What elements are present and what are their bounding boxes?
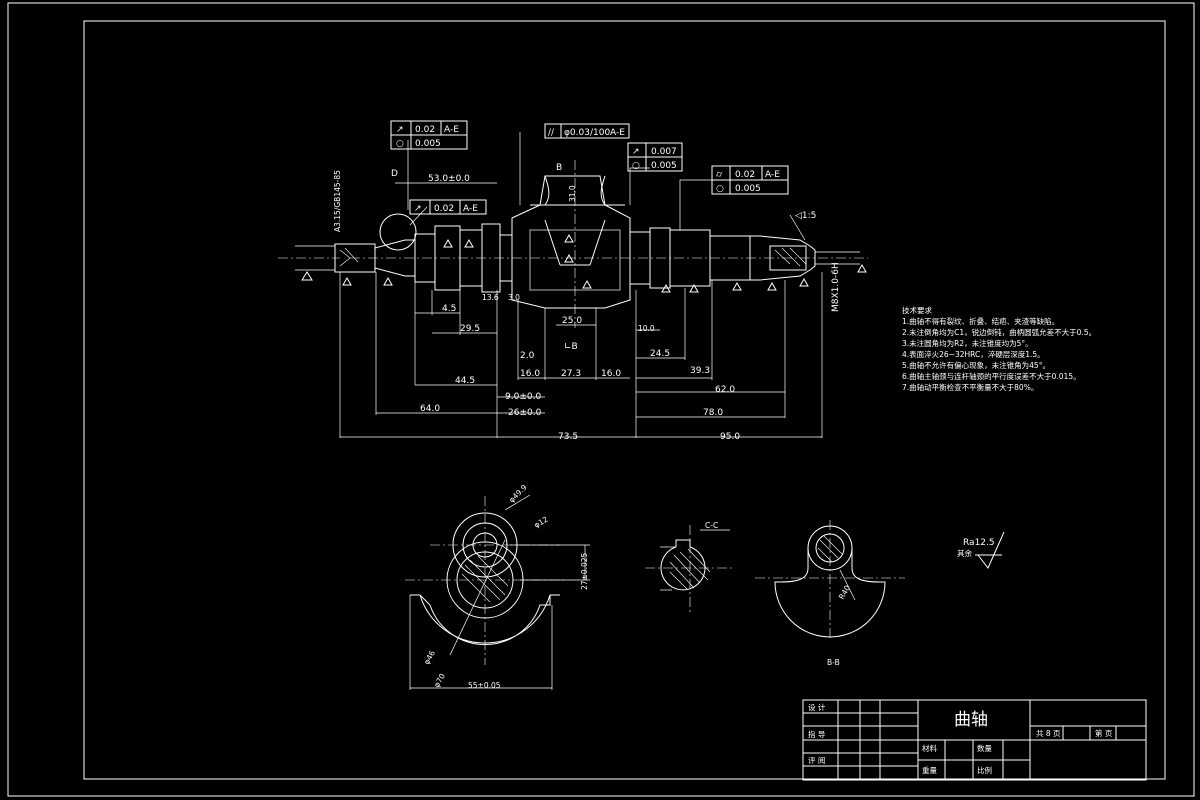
dim-3: 3.0 <box>508 293 520 302</box>
crank-web <box>511 175 631 309</box>
svg-text:A-E: A-E <box>610 128 625 138</box>
svg-text:A-E: A-E <box>463 204 478 214</box>
svg-text:0.02: 0.02 <box>434 204 454 214</box>
dim-29-5: 29.5 <box>460 324 480 334</box>
dim-2: 2.0 <box>520 351 535 361</box>
tb-quantity: 数量 <box>977 743 992 753</box>
tb-guide: 指 导 <box>808 729 826 739</box>
dim-95: 95.0 <box>720 432 740 442</box>
detail-circle <box>379 213 417 251</box>
svg-text:A-E: A-E <box>765 170 780 180</box>
sec-dim-f: 55±0.05 <box>468 681 501 690</box>
tolerance-frame-4: ↗ 0.02 A-E <box>409 199 487 215</box>
inner-border <box>83 20 1166 780</box>
roughness-value: Ra12.5 <box>963 538 995 548</box>
svg-text:0.005: 0.005 <box>415 139 441 149</box>
tech-item-7: 7.曲轴动平衡检查不平衡量不大于80%。 <box>902 382 1038 392</box>
svg-text:0.007: 0.007 <box>651 147 677 157</box>
dim-27-3: 27.3 <box>561 369 581 379</box>
svg-text:↗: ↗ <box>396 125 404 135</box>
tech-item-5: 5.曲轴不允许有偏心现象，未注锥角为45°。 <box>902 360 1050 370</box>
dim-44-5: 44.5 <box>455 376 475 386</box>
left-end-hatch <box>339 247 359 267</box>
dim-62: 62.0 <box>715 385 735 395</box>
svg-text:0.005: 0.005 <box>651 161 677 171</box>
svg-text:⌭: ⌭ <box>716 170 723 180</box>
tech-requirements: 技术要求 1.曲轴不得有裂纹、折叠、结疤、夹渣等缺陷。 2.未注倒角均为C1，锐… <box>902 305 1096 392</box>
tb-design: 设 计 <box>808 702 826 712</box>
svg-text:0.02: 0.02 <box>735 170 755 180</box>
svg-text:↗: ↗ <box>632 147 640 157</box>
roughness-label: 其余 <box>957 548 972 558</box>
tolerance-frame-5: ⌭ 0.02 A-E ○ 0.005 <box>711 165 789 195</box>
sec-dim-r40: R40 <box>837 584 852 601</box>
dim-26: 26±0.0 <box>508 408 542 418</box>
svg-text:○: ○ <box>632 161 640 171</box>
tech-item-6: 6.曲轴主轴颈与连杆轴颈的平行度误差不大于0.015。 <box>902 371 1081 381</box>
dim-24-5: 24.5 <box>650 349 670 359</box>
sec-dim-c: 27±0.025 <box>580 552 589 590</box>
svg-text:○: ○ <box>716 184 724 194</box>
dim-31: 31.0 <box>568 185 577 202</box>
tolerance-frame-2: // φ0.03/100 A-E <box>544 123 630 139</box>
tb-weight: 重量 <box>922 766 937 775</box>
section-view-end: φ49.9 φ12 27±0.025 φ70 φ46 55±0.05 <box>405 483 590 690</box>
dim-53: 53.0±0.0 <box>428 174 470 184</box>
dim-4-5: 4.5 <box>442 304 456 314</box>
dim-16-b: 16.0 <box>601 369 621 379</box>
tech-item-1: 1.曲轴不得有裂纹、折叠、结疤、夹渣等缺陷。 <box>902 316 1059 326</box>
tb-review: 评 阅 <box>808 756 825 765</box>
tb-material: 材料 <box>922 743 937 753</box>
tb-sheet-no: 第 页 <box>1095 728 1113 738</box>
right-taper <box>749 235 816 281</box>
svg-text:φ0.03/100: φ0.03/100 <box>564 128 610 138</box>
sec-label-b: B-B <box>827 658 840 667</box>
sec-dim-e: φ46 <box>422 649 437 666</box>
left-end-journal <box>334 243 376 273</box>
tech-item-3: 3.未注圆角均为R2，未注锥度均为5°。 <box>902 338 1033 348</box>
dim-25: 25.0 <box>562 316 582 326</box>
thread-hole <box>769 245 807 271</box>
label-d: D <box>391 169 398 179</box>
section-view-web: R40 B-B <box>755 520 905 667</box>
title-block: 设 计 指 导 评 阅 曲轴 材料 数量 重量 比例 共 8 页 第 页 <box>802 699 1147 781</box>
tb-scale: 比例 <box>977 765 992 775</box>
tech-item-4: 4.表面淬火26~32HRC，淬硬层深度1.5。 <box>902 349 1045 359</box>
tech-item-2: 2.未注倒角均为C1，锐边倒钝，曲柄圆弧允差不大于0.5。 <box>902 327 1096 337</box>
svg-text:↗: ↗ <box>414 204 422 214</box>
outer-border <box>7 2 1195 797</box>
tb-sheet-total: 共 8 页 <box>1036 729 1061 738</box>
dim-10: 10.0 <box>638 324 655 333</box>
taper-ratio: ◁1:5 <box>795 211 816 221</box>
part-name: 曲轴 <box>954 710 988 730</box>
sec-dim-d: φ70 <box>432 672 447 689</box>
sec-label-c: C-C <box>705 521 718 530</box>
main-view: 53.0±0.0 4.5 29.5 44.5 64.0 13.6 3.0 2.0… <box>278 132 868 442</box>
svg-text:0.02: 0.02 <box>415 125 435 135</box>
sec-dim-b: φ12 <box>533 515 550 530</box>
tolerance-frame-3: ↗ 0.007 ○ 0.005 <box>627 142 683 172</box>
dim-39-3: 39.3 <box>690 366 710 376</box>
dim-78: 78.0 <box>703 408 723 418</box>
section-view-keyway: C-C <box>645 521 735 615</box>
thread-spec: M8X1.0-6H <box>831 262 841 312</box>
dim-9: 9.0±0.0 <box>505 392 541 402</box>
dim-64: 64.0 <box>420 404 440 414</box>
svg-text:0.005: 0.005 <box>735 184 761 194</box>
center-hole-spec: A3.15/GB145-85 <box>333 170 342 232</box>
label-lb: ∟B <box>564 342 578 352</box>
svg-text:○: ○ <box>396 139 404 149</box>
svg-text://: // <box>548 128 555 138</box>
sec-dim-a: φ49.9 <box>507 483 529 505</box>
dim-16-a: 16.0 <box>520 369 540 379</box>
tech-heading: 技术要求 <box>902 305 932 315</box>
dim-73-5: 73.5 <box>558 432 578 442</box>
tolerance-frame-1: ↗ 0.02 A-E ○ 0.005 <box>390 120 468 150</box>
label-b: B <box>556 163 562 173</box>
datum-markers <box>301 233 867 293</box>
svg-text:A-E: A-E <box>444 125 459 135</box>
dim-13-6: 13.6 <box>482 293 499 302</box>
roughness-symbol: Ra12.5 其余 <box>957 531 1005 569</box>
